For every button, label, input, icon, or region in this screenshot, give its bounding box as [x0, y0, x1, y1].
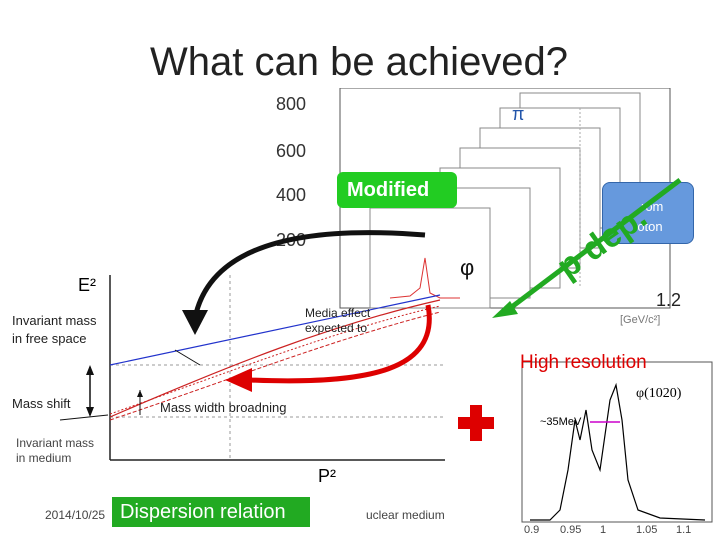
hires-histogram — [530, 382, 706, 521]
red-plus-icon — [458, 405, 494, 441]
medium-line-3 — [109, 305, 441, 415]
red-curved-arrow — [249, 304, 432, 384]
dispersion-y-label: E² — [78, 275, 96, 295]
proton-bubble: rom roton — [602, 182, 694, 244]
stack-ytick-400: 400 — [276, 185, 307, 205]
footer-date: 2014/10/25 — [45, 508, 106, 522]
stack-ytick-800: 800 — [276, 94, 307, 114]
hires-xtick-0: 0.9 — [524, 524, 540, 536]
stack-phi-label: φ — [460, 255, 475, 280]
label-media-effect: Media effect expected to — [305, 306, 371, 335]
stack-xtick-right: 1.2 — [656, 290, 682, 310]
black-curved-arrow — [192, 230, 426, 319]
dispersion-diagram — [59, 275, 445, 461]
dispersion-x-label: P² — [318, 466, 336, 486]
stack-ytick-600: 600 — [276, 141, 307, 161]
modified-label: Modified — [337, 172, 457, 208]
hires-peak-label: φ(1020) — [636, 386, 682, 401]
slide-title: What can be achieved? — [150, 40, 569, 84]
medium-line-2 — [109, 311, 441, 421]
dispersion-relation-label: Dispersion relation — [112, 497, 310, 527]
high-resolution-histogram — [521, 361, 713, 523]
hires-xtick-3: 1.05 — [636, 524, 658, 536]
stack-x-unit: [GeV/c²] — [620, 314, 661, 326]
label-mass-width-broadening: Mass width broadning — [160, 400, 287, 415]
label-invariant-mass-medium: Invariant mass in medium — [16, 436, 95, 465]
hires-frame — [521, 361, 713, 523]
footer-text: uclear medium — [366, 508, 445, 522]
label-mass-shift: Mass shift — [12, 396, 71, 411]
high-resolution-caption: High resolution — [520, 352, 647, 373]
bubble-line-2: roton — [633, 219, 663, 234]
stack-spectrum-line — [389, 257, 460, 299]
green-diagonal-arrow — [503, 178, 682, 314]
hires-xtick-1: 0.95 — [560, 524, 582, 536]
free-space-line — [109, 294, 441, 366]
stack-corner-label: π — [512, 104, 525, 124]
hires-xtick-4: 1.1 — [676, 524, 692, 536]
label-invariant-mass-free-space: Invariant mass in free space — [12, 313, 97, 346]
hires-width-label: ~35MeV — [540, 416, 582, 428]
hires-xtick-2: 1 — [600, 524, 607, 536]
